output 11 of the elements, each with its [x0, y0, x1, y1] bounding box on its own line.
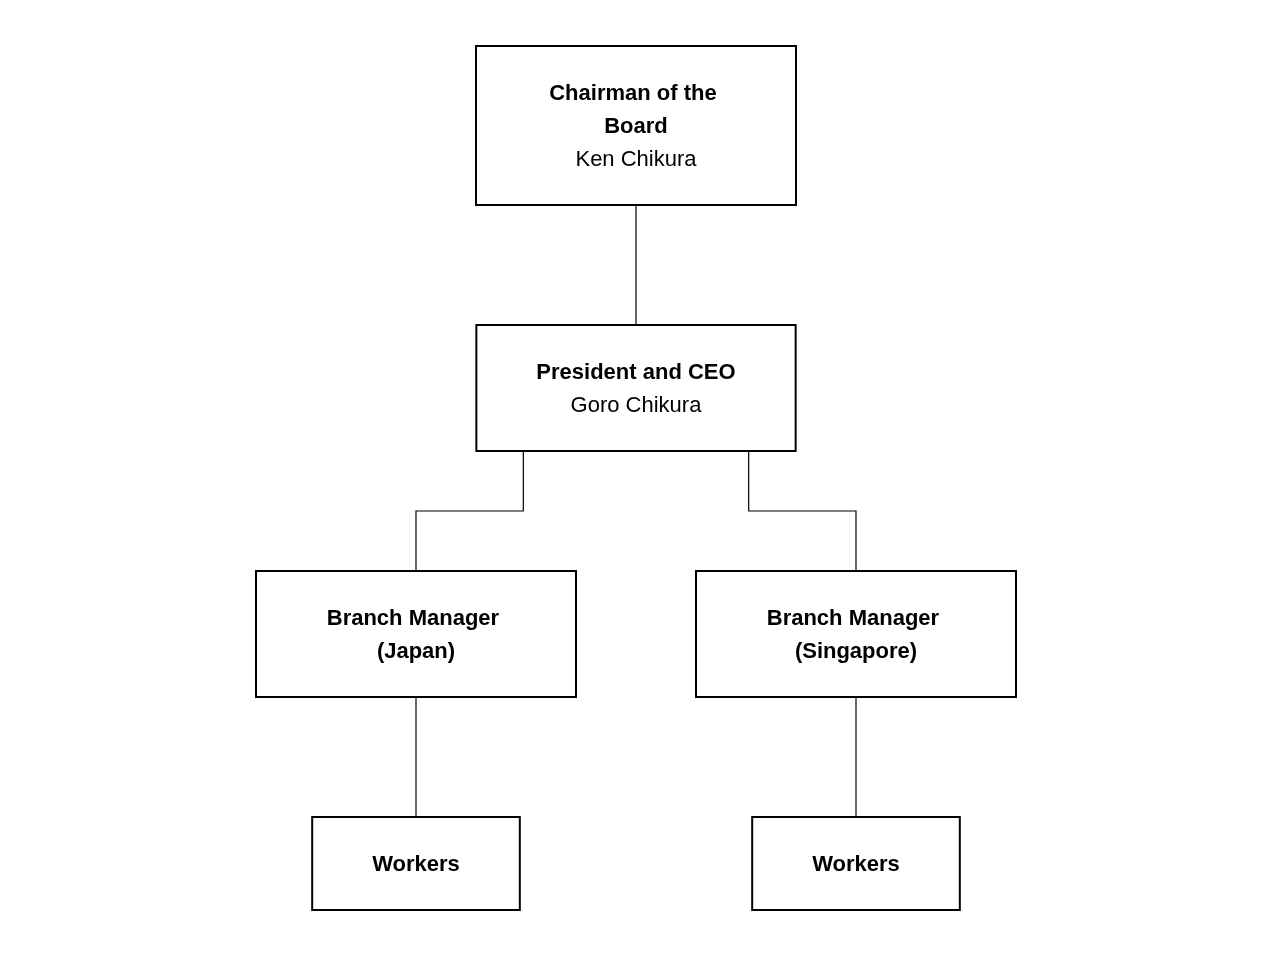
node-box: Workers — [310, 816, 521, 911]
node-box: Workers — [750, 816, 961, 911]
node-box: Branch Manager (Japan) — [254, 570, 577, 698]
node-box: President and CEO Goro Chikura — [474, 324, 797, 452]
connector — [414, 696, 417, 818]
node-box: Chairman of the Board Ken Chikura — [474, 45, 797, 206]
node-box: Branch Manager (Singapore) — [694, 570, 1017, 698]
connector — [634, 204, 637, 326]
connector — [854, 696, 857, 818]
connector — [414, 450, 524, 572]
connector — [747, 450, 857, 572]
